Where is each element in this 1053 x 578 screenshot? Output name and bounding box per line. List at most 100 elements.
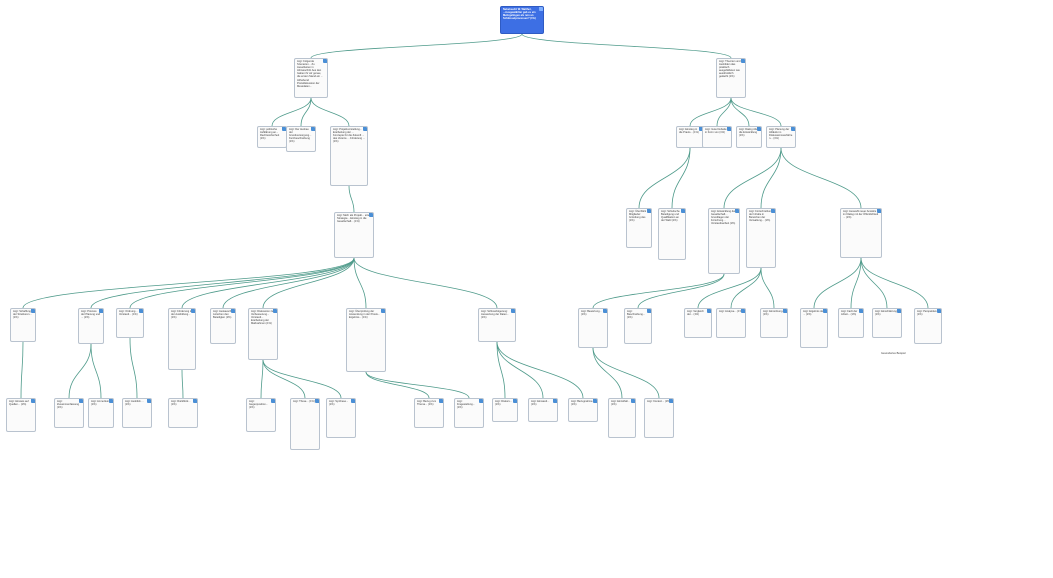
node-label: Argt: Überprüfung der Anwendung in der P… — [349, 310, 380, 320]
argument-node[interactable]: Argt: Diskussion zur Verbesserung... Vor… — [248, 308, 278, 360]
edge-connector — [353, 257, 498, 309]
argument-node[interactable]: Argt: Zusammenfassung (1%) — [54, 398, 84, 428]
edge-connector — [300, 97, 312, 127]
argument-node[interactable]: Argt: Schlussfolgerung: Auswertung der D… — [478, 308, 516, 342]
edge-connector — [697, 267, 762, 309]
edge-connector — [850, 257, 862, 309]
node-type-icon — [741, 59, 745, 63]
node-type-icon — [783, 309, 787, 313]
edge-connector — [496, 341, 544, 399]
argument-node[interactable]: Argt: Ausblick ... (1%) — [122, 398, 152, 428]
edge-connector — [129, 337, 138, 399]
argument-node[interactable]: Argt: Ergebnis der ... (1%) — [800, 308, 828, 348]
argument-node[interactable]: Argt: Dialog über die Entwicklung (1%) — [736, 126, 762, 148]
edge-connector — [310, 33, 523, 59]
argument-node[interactable]: Argt: Einstieg in die Praxis... (1%) — [676, 126, 704, 148]
argument-node[interactable]: Argt: Der Ausbau der Grundversorgung... … — [286, 126, 316, 152]
node-type-icon — [735, 209, 739, 213]
argument-node[interactable]: Argt: Gute Debatte in Form von (1%) — [702, 126, 732, 148]
edge-connector — [780, 147, 862, 209]
node-label: Argt: These... (1%) — [293, 400, 315, 403]
argument-node[interactable]: Argt: Einzelfall... (1%) — [608, 398, 636, 438]
argument-node[interactable]: Argt: Perspektive... (1%) — [914, 308, 942, 344]
node-label: Argt: Theorien und Ausbilden das praktis… — [719, 60, 741, 79]
edge-connector — [222, 257, 355, 309]
argument-node[interactable]: Argt: Schulische Beteiligung und Qualifi… — [658, 208, 686, 260]
argument-node[interactable]: Argt: Mehr als Projekt... eine Strategie… — [334, 212, 374, 258]
argument-node[interactable]: Argt: Rückblick... (1%) — [168, 398, 198, 428]
root-node[interactable]: Nebelsucht W. Walther, ...Ausgewählter g… — [500, 6, 544, 34]
node-label: Argt: Zusammenfassung (1%) — [57, 400, 80, 410]
argument-node[interactable]: Argt: Auswahl neuer Ansätze im Dialog mi… — [840, 208, 882, 258]
argument-node[interactable]: Argt: Kontext... (1%) — [644, 398, 674, 438]
edge-connector — [129, 257, 355, 309]
node-label: Argt: Mehr als Projekt... eine Strategie… — [337, 214, 370, 224]
argument-node[interactable]: Argt: Gegenposition... (1%) — [246, 398, 276, 432]
edge-connector — [496, 341, 584, 399]
argument-node[interactable]: Argt: Einwand... (1%) — [528, 398, 558, 422]
argument-node[interactable]: Argt: Analyse... (1%) — [716, 308, 746, 338]
argument-node[interactable]: Argt: Anmerkung (1%) — [88, 398, 114, 428]
edge-connector — [760, 147, 782, 209]
node-label: Argt: Fortschreibung der Inhalte in Bere… — [749, 210, 773, 223]
argument-node[interactable]: Argt: Projektvorstellung... Erarbeitung … — [330, 126, 368, 186]
node-type-icon — [539, 7, 543, 11]
argument-node[interactable]: Argt: Fragestellung... (1%) — [454, 398, 484, 428]
argument-node[interactable]: Argt: Diskurs... (1%) — [492, 398, 518, 422]
argument-node[interactable]: Argt: Entwicklung der Gesellschaft... Gr… — [708, 208, 740, 274]
argument-node[interactable]: Argt: Synthese... (1%) — [326, 398, 356, 438]
argument-node[interactable]: Argt: Überprüfung der Anwendung in der P… — [346, 308, 386, 372]
node-label: Argt: Analyse... (1%) — [719, 310, 743, 313]
argument-node[interactable]: Argt: Ordnung... Vorstand... (1%) — [116, 308, 144, 338]
argument-node[interactable]: Argt: Austausch zwischen den Beteiligten… — [210, 308, 236, 344]
argument-node[interactable]: Argt: Hinweis auf Quellen... (1%) — [6, 398, 36, 432]
node-label: Argt: Bewertung... (1%) — [581, 310, 602, 317]
argument-node[interactable]: Argt: Bewertung... (1%) — [578, 308, 608, 348]
node-label: Argt: Perspektive... (1%) — [917, 310, 939, 317]
argument-node[interactable]: Argt: Prozess der Planung und ... (1%) — [78, 308, 104, 344]
argument-node[interactable]: Argt: Überblick Mitglieder: Gründung des… — [626, 208, 652, 248]
edge-connector — [689, 97, 732, 127]
edge-connector — [723, 147, 782, 209]
argument-node[interactable]: Argt: Fazit der Arbeit... (1%) — [838, 308, 864, 338]
node-label: Argt: politische Aufklärung an... Rechts… — [260, 128, 280, 141]
argument-node[interactable]: Argt: These... (1%) — [290, 398, 320, 450]
node-label: Argt: Überblick Mitglieder: Gründung des… — [629, 210, 647, 223]
argument-node[interactable]: Argt: Folgende Szenarien... Zu Ausarbeit… — [294, 58, 328, 98]
node-type-icon — [139, 309, 143, 313]
node-label: Argt: Anmerkung (1%) — [91, 400, 111, 407]
edge-connector — [310, 97, 350, 127]
node-label: Argt: Ordnung... Vorstand... (1%) — [119, 310, 138, 317]
node-label: Argt: Gute Debatte in Form von (1%) — [705, 128, 727, 135]
node-label: Argt: Einordnung... (1%) — [763, 310, 785, 317]
node-type-icon — [897, 309, 901, 313]
argument-node[interactable]: Argt: Einordnung... (1%) — [760, 308, 788, 338]
node-label: Argt: Vergleich der... (1%) — [687, 310, 704, 317]
node-type-icon — [31, 309, 35, 313]
argument-node[interactable]: Argt: Bezug zum Thema... (1%) — [414, 398, 444, 428]
argument-node[interactable]: Argt: politische Aufklärung an... Rechts… — [257, 126, 287, 148]
node-type-icon — [381, 309, 385, 313]
argument-node[interactable]: Argt: Theorien und Ausbilden das praktis… — [716, 58, 746, 98]
argument-node[interactable]: Argt: Beschreibung... (1%) — [624, 308, 652, 344]
argument-node[interactable]: Argt: Fortschreibung der Inhalte in Bere… — [746, 208, 776, 268]
argument-node[interactable]: Argt: Förderung in der Ausbildung... (1%… — [168, 308, 196, 370]
node-label: Argt: Schulische Beteiligung und Qualifi… — [661, 210, 680, 223]
edge-connector — [760, 267, 775, 309]
argument-node[interactable]: Argt: Schaffung der Strukturen... (1%) — [10, 308, 36, 342]
node-label: Argt: Beschreibung... (1%) — [627, 310, 646, 320]
edge-connector — [348, 185, 355, 213]
edge-connector — [260, 359, 264, 399]
node-type-icon — [791, 127, 795, 131]
node-type-icon — [351, 399, 355, 403]
argument-node[interactable]: Argt: Einschätzung... (1%) — [872, 308, 902, 338]
argument-node[interactable]: Argt: Planung der Abläufe im Diskussions… — [766, 126, 796, 148]
argument-node[interactable]: Argt: Bezugnahme... (1%) — [568, 398, 598, 422]
argument-node[interactable]: Argt: Vergleich der... (1%) — [684, 308, 712, 338]
edge-connector — [90, 343, 102, 399]
edge-connector — [353, 257, 367, 309]
node-label: Argt: Fazit der Arbeit... (1%) — [841, 310, 858, 317]
edge-connector — [262, 257, 355, 309]
node-type-icon — [647, 309, 651, 313]
